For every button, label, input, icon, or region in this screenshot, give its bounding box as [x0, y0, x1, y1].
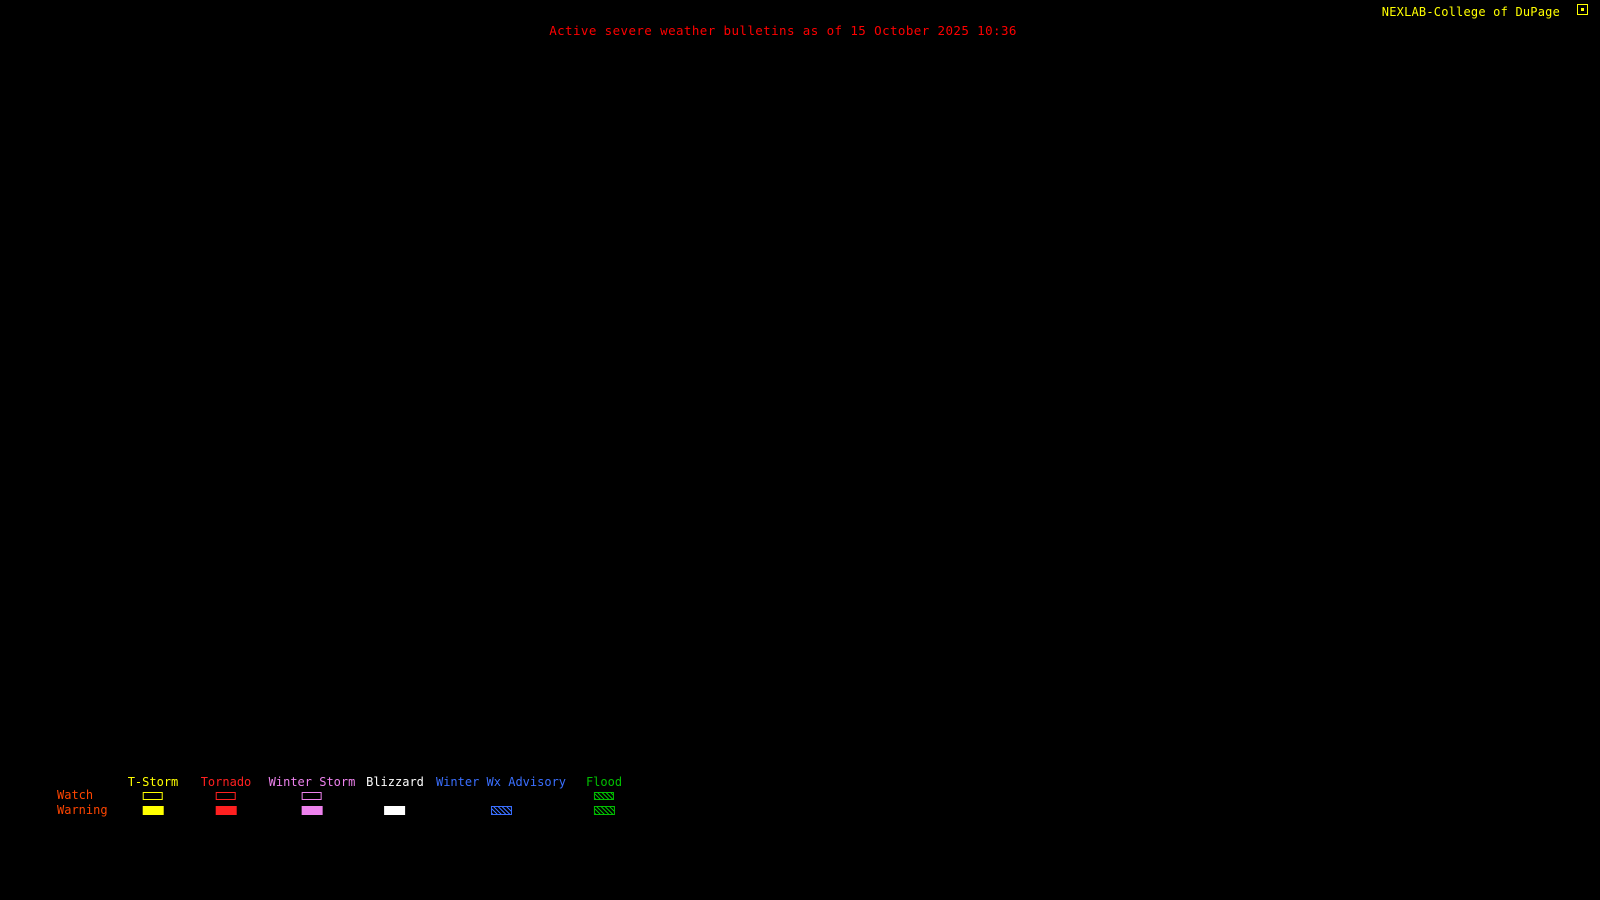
legend-item-winter-storm: Winter Storm — [268, 775, 356, 817]
brand-text: NEXLAB-College of DuPage — [1381, 5, 1560, 19]
legend-item-blizzard: Blizzard — [366, 776, 424, 817]
legend-warning-slot — [301, 803, 323, 817]
legend-watch-swatch — [301, 792, 322, 800]
legend-item-tornado: Tornado — [200, 775, 252, 817]
legend-item-label: Blizzard — [366, 775, 424, 789]
bulletin-title: Active severe weather bulletins as of 15… — [549, 23, 1017, 38]
legend-warning-slot — [384, 803, 406, 817]
legend-warning-swatch — [215, 805, 237, 815]
legend-warning-swatch — [490, 805, 512, 815]
legend-watch-slot — [385, 789, 405, 803]
legend-item-label: Tornado — [200, 775, 252, 789]
legend-warning-slot — [490, 803, 512, 817]
legend-warning-slot — [593, 803, 615, 817]
legend-watch-slot — [215, 789, 236, 803]
legend-warning-slot — [215, 803, 237, 817]
legend-watch-slot — [491, 789, 511, 803]
legend-watch-slot — [594, 789, 614, 803]
legend-item-t-storm: T-Storm — [127, 775, 179, 817]
legend-warning-swatch — [593, 805, 615, 815]
legend-watch-label: Watch — [57, 788, 94, 802]
legend-warning-swatch — [301, 805, 323, 815]
legend-item-winter-wx-advisory: Winter Wx Advisory — [436, 776, 566, 817]
legend-item-flood: Flood — [586, 776, 622, 817]
legend-watch-swatch — [215, 792, 236, 800]
legend-watch-slot — [301, 789, 322, 803]
legend-watch-swatch — [142, 792, 163, 800]
legend-warning-swatch — [384, 805, 406, 815]
legend: Watch Warning T-Storm Tornado Winter Storm… — [0, 776, 700, 826]
legend-warning-label: Warning — [57, 803, 108, 817]
legend-item-label: T-Storm — [127, 775, 179, 789]
legend-warning-slot — [142, 803, 164, 817]
legend-item-label: Flood — [585, 775, 623, 789]
legend-item-label: Winter Storm — [268, 775, 356, 789]
legend-watch-swatch — [594, 792, 614, 800]
legend-watch-slot — [142, 789, 163, 803]
legend-warning-swatch — [142, 805, 164, 815]
brand-logo-icon — [1577, 4, 1588, 15]
legend-item-label: Winter Wx Advisory — [435, 775, 567, 789]
